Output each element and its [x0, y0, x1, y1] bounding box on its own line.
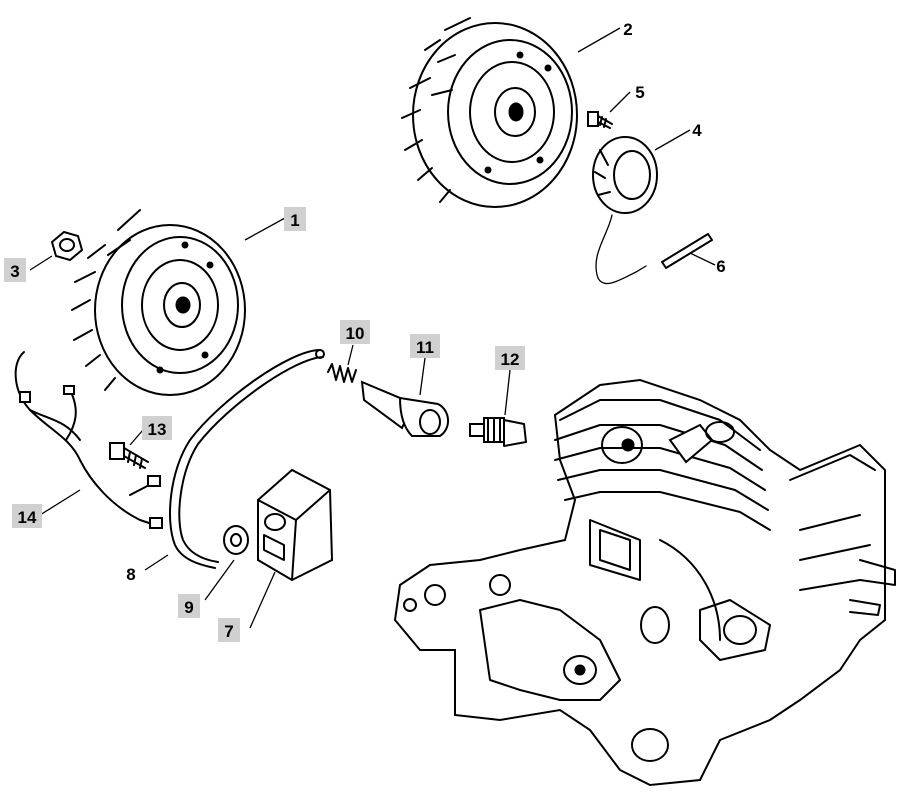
callout-12[interactable]: 12 — [495, 346, 525, 370]
svg-text:14: 14 — [18, 508, 37, 527]
part-7-ignition-module[interactable] — [257, 468, 334, 582]
part-4-pickup-ring[interactable] — [592, 136, 658, 285]
callout-10[interactable]: 10 — [340, 320, 370, 344]
part-3-nut[interactable] — [50, 230, 84, 262]
part-11-spark-plug-boot[interactable] — [360, 380, 449, 437]
callout-11[interactable]: 11 — [410, 334, 440, 358]
svg-text:3: 3 — [10, 262, 19, 281]
part-9-terminal[interactable] — [223, 525, 249, 555]
callout-3[interactable]: 3 — [4, 258, 26, 282]
svg-text:10: 10 — [346, 324, 365, 343]
callout-5[interactable]: 5 — [635, 83, 644, 102]
svg-text:2: 2 — [623, 20, 632, 39]
part-12-spark-plug[interactable] — [469, 417, 527, 447]
callout-7[interactable]: 7 — [218, 618, 240, 642]
callout-14[interactable]: 14 — [12, 504, 42, 528]
svg-text:7: 7 — [224, 622, 233, 641]
svg-text:11: 11 — [416, 338, 434, 357]
svg-text:13: 13 — [148, 420, 167, 439]
callout-8[interactable]: 8 — [126, 565, 135, 584]
svg-text:6: 6 — [716, 257, 725, 276]
callout-2[interactable]: 2 — [623, 20, 632, 39]
part-6-pin[interactable] — [661, 233, 713, 269]
part-2-flywheel[interactable] — [401, 17, 578, 208]
engine-crankcase — [393, 378, 896, 787]
leader-lines — [29, 27, 716, 629]
callout-1[interactable]: 1 — [284, 207, 306, 231]
callout-6[interactable]: 6 — [716, 257, 725, 276]
part-1-flywheel[interactable] — [71, 209, 246, 396]
part-10-spring[interactable] — [327, 363, 357, 383]
part-13-screw[interactable] — [109, 442, 149, 469]
svg-text:5: 5 — [635, 83, 644, 102]
part-5-screw[interactable] — [587, 111, 613, 129]
svg-text:8: 8 — [126, 565, 135, 584]
callout-13[interactable]: 13 — [142, 416, 172, 440]
part-8-ignition-lead[interactable] — [169, 349, 325, 569]
part-14-wiring-harness[interactable] — [14, 351, 163, 529]
svg-text:9: 9 — [184, 598, 193, 617]
callout-9[interactable]: 9 — [178, 594, 200, 618]
svg-text:1: 1 — [290, 211, 299, 230]
svg-text:4: 4 — [692, 121, 702, 140]
svg-text:12: 12 — [501, 350, 520, 369]
callout-4[interactable]: 4 — [692, 121, 702, 140]
callout-labels: 1 2 3 4 5 6 7 8 9 10 — [4, 20, 726, 642]
